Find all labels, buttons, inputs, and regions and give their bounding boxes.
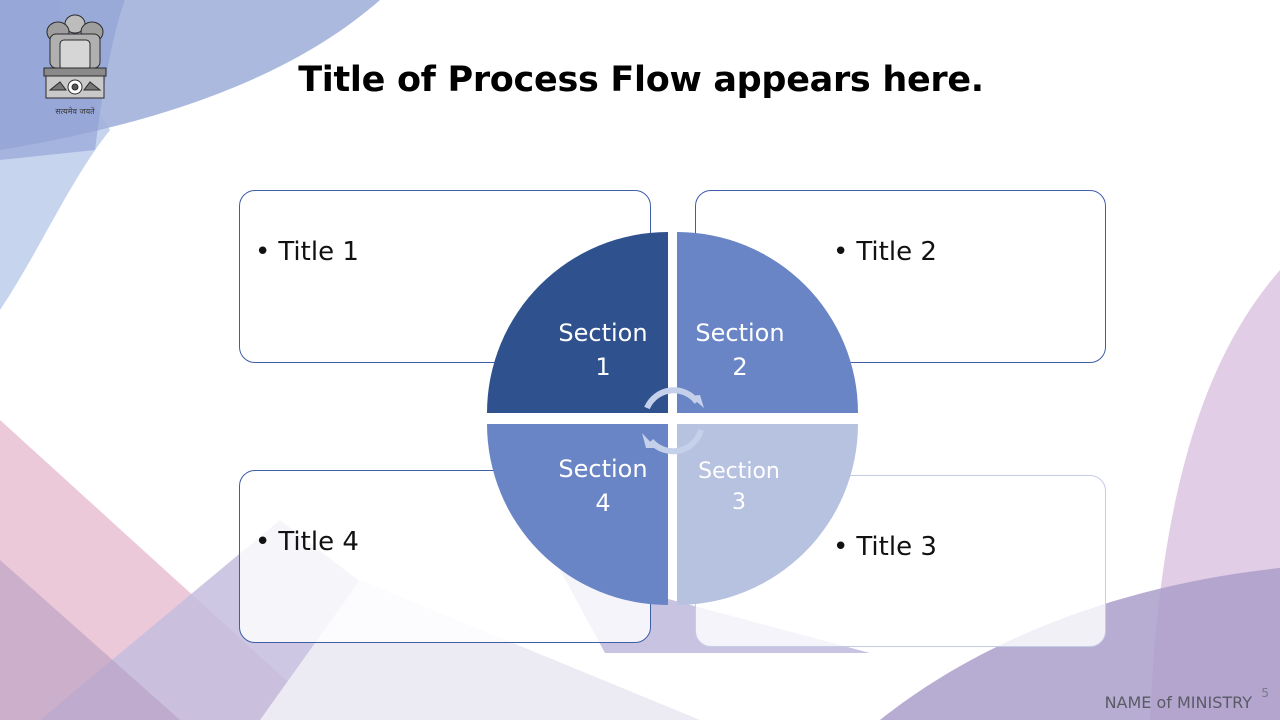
card-title-2: Title 2 (856, 237, 937, 267)
bullet-icon: • (255, 237, 271, 267)
section-4-label: Section (558, 455, 647, 483)
bg-mauve-triangle (0, 560, 180, 720)
section-4-number: 4 (595, 489, 610, 517)
section-3-label: Section (698, 459, 780, 484)
bullet-icon: • (833, 532, 849, 562)
arrow-head-icon (642, 433, 656, 448)
ministry-name: NAME of MINISTRY (1104, 693, 1252, 712)
section-1-quadrant (487, 232, 668, 413)
section-2-quadrant (677, 232, 858, 413)
card-title-4: Title 4 (278, 527, 359, 557)
national-emblem (36, 10, 114, 122)
section-3-quadrant (677, 424, 858, 605)
card-title-3: Title 3 (856, 532, 937, 562)
card-label-3: •Title 3 (833, 532, 937, 562)
section-1-number: 1 (595, 353, 610, 381)
section-1-label: Section (558, 319, 647, 347)
emblem-motto: सत्यमेव जयते (55, 107, 95, 116)
card-label-1: •Title 1 (255, 237, 359, 267)
section-2-label: Section (695, 319, 784, 347)
slide-title: Title of Process Flow appears here. (298, 60, 984, 100)
card-label-4: •Title 4 (255, 527, 359, 557)
bullet-icon: • (833, 237, 849, 267)
bullet-icon: • (255, 527, 271, 557)
section-2-number: 2 (732, 353, 747, 381)
arrow-head-icon (690, 395, 704, 408)
page-number: 5 (1261, 686, 1269, 700)
card-title-1: Title 1 (278, 237, 359, 267)
section-3-number: 3 (732, 490, 746, 515)
section-4-quadrant (487, 424, 668, 605)
card-label-2: •Title 2 (833, 237, 937, 267)
emblem-icon (43, 14, 107, 99)
cycle-arrows-icon (644, 387, 704, 455)
